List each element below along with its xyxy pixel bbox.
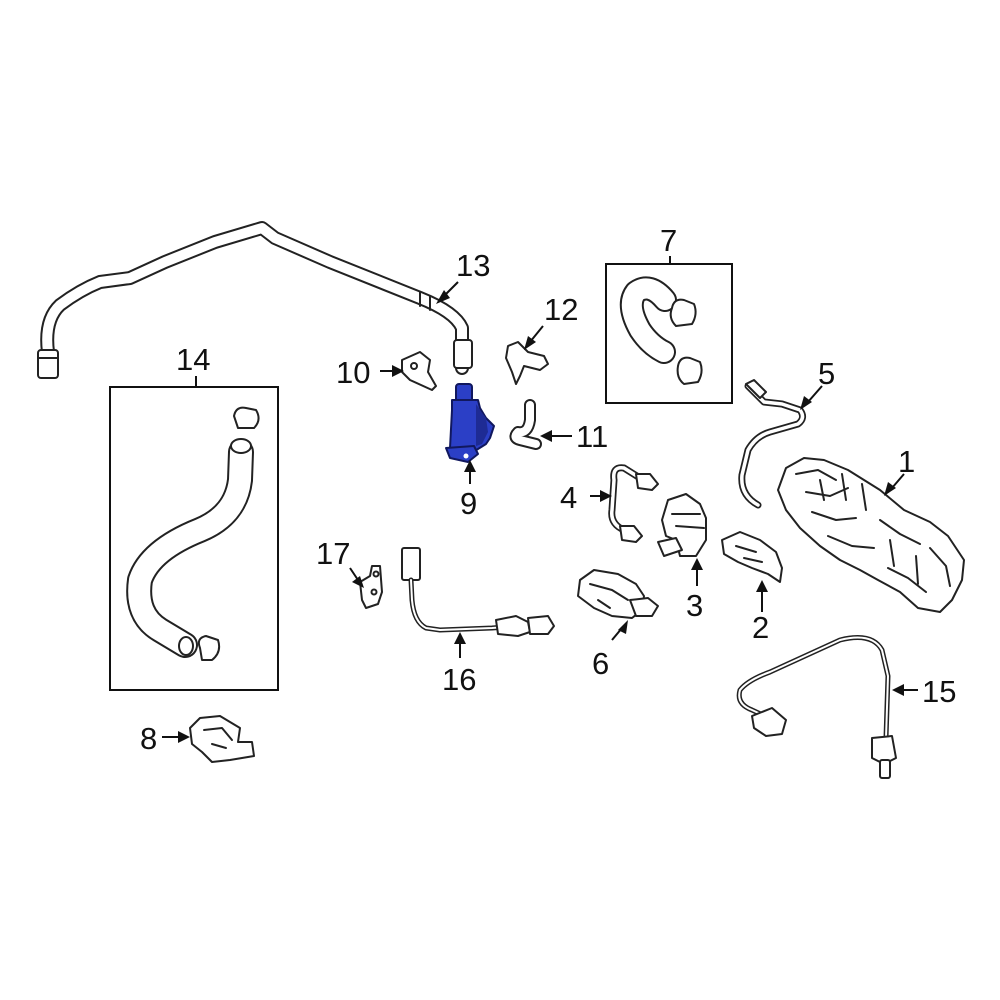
part-5-vapor-tube[interactable] (738, 379, 807, 509)
part-8-sensor[interactable] (189, 715, 255, 763)
callout-13: 13 (456, 248, 490, 283)
part-6-solenoid[interactable] (577, 569, 659, 619)
part-14-frame (109, 386, 279, 691)
part-7-frame (605, 263, 733, 404)
callout-6: 6 (592, 646, 609, 681)
part-11-hose[interactable] (509, 399, 542, 450)
clamp-icon-b (676, 356, 703, 385)
callout-labels: 1 2 3 4 5 6 7 8 9 10 11 12 13 14 15 16 1… (140, 223, 956, 756)
part-17-bracket[interactable] (359, 565, 383, 609)
callout-15: 15 (922, 674, 956, 709)
callout-3: 3 (686, 588, 703, 623)
part-7-box[interactable] (605, 263, 733, 404)
part-14-box[interactable] (109, 386, 279, 691)
part-13-vapor-hose[interactable] (37, 221, 473, 379)
clamp-icon-a (669, 298, 697, 327)
clamp-icon-bottom (197, 635, 221, 661)
callout-16: 16 (442, 662, 476, 697)
part-12-connector[interactable] (505, 341, 549, 385)
callout-4: 4 (560, 480, 577, 515)
callout-5: 5 (818, 356, 835, 391)
clamp-icon-top (233, 406, 260, 429)
part-16-oxygen-sensor[interactable] (401, 547, 555, 637)
callout-7: 7 (660, 223, 677, 258)
part-9-purge-valve[interactable] (445, 383, 495, 463)
part-1-canister[interactable] (777, 457, 965, 613)
callout-14: 14 (176, 342, 210, 377)
callout-12: 12 (544, 292, 578, 327)
part-2-bracket[interactable] (721, 531, 783, 583)
callout-11: 11 (576, 419, 608, 454)
callout-17: 17 (316, 536, 350, 571)
part-10-bracket[interactable] (401, 351, 437, 391)
part-4-tube[interactable] (608, 464, 659, 543)
callout-8: 8 (140, 721, 157, 756)
leader-lines (162, 256, 918, 743)
part-15-oxygen-sensor[interactable] (736, 635, 897, 779)
callout-2: 2 (752, 610, 769, 645)
callout-10: 10 (336, 355, 370, 390)
part-3-valve[interactable] (657, 493, 707, 557)
callout-1: 1 (898, 444, 915, 479)
callout-9: 9 (460, 486, 477, 521)
